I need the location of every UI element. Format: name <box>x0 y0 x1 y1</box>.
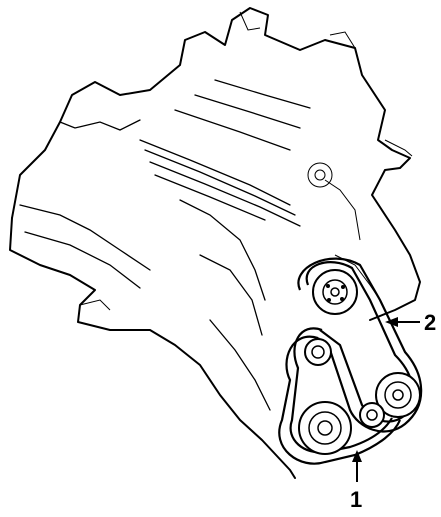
power-steering-pulley <box>375 372 421 418</box>
idler-pulley <box>304 338 332 366</box>
alternator-pulley <box>312 269 358 315</box>
engine-block <box>9 7 421 479</box>
callout-2-label: 2 <box>424 310 436 335</box>
callout-1-label: 1 <box>350 487 362 512</box>
callout-2-arrowhead <box>385 317 398 327</box>
callout-2: 2 <box>385 310 436 335</box>
callout-1-arrowhead <box>352 450 362 462</box>
tensioner-pulley <box>359 402 385 428</box>
crankshaft-pulley <box>298 401 352 455</box>
callout-1: 1 <box>350 450 362 512</box>
